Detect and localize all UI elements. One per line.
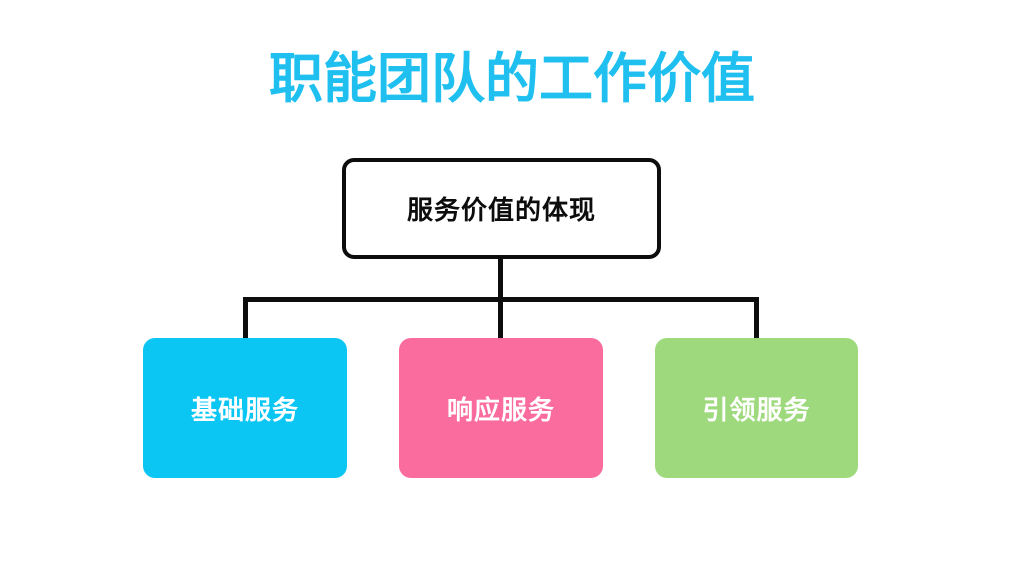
child-node-basic-service: 基础服务 — [143, 338, 347, 478]
root-node: 服务价值的体现 — [342, 158, 661, 259]
child-node-leading-service-label: 引领服务 — [702, 394, 811, 425]
root-node-label: 服务价值的体现 — [406, 195, 596, 225]
connector-drop-center — [498, 297, 503, 340]
child-node-responsive-service-label: 响应服务 — [446, 394, 555, 425]
child-node-leading-service: 引领服务 — [655, 338, 858, 478]
connector-drop-left — [243, 297, 248, 340]
child-node-basic-service-label: 基础服务 — [190, 394, 299, 425]
connector-root-stem — [498, 258, 503, 302]
child-node-responsive-service: 响应服务 — [399, 338, 603, 478]
slide-title: 职能团队的工作价值 — [269, 49, 755, 109]
connector-drop-right — [754, 297, 759, 340]
